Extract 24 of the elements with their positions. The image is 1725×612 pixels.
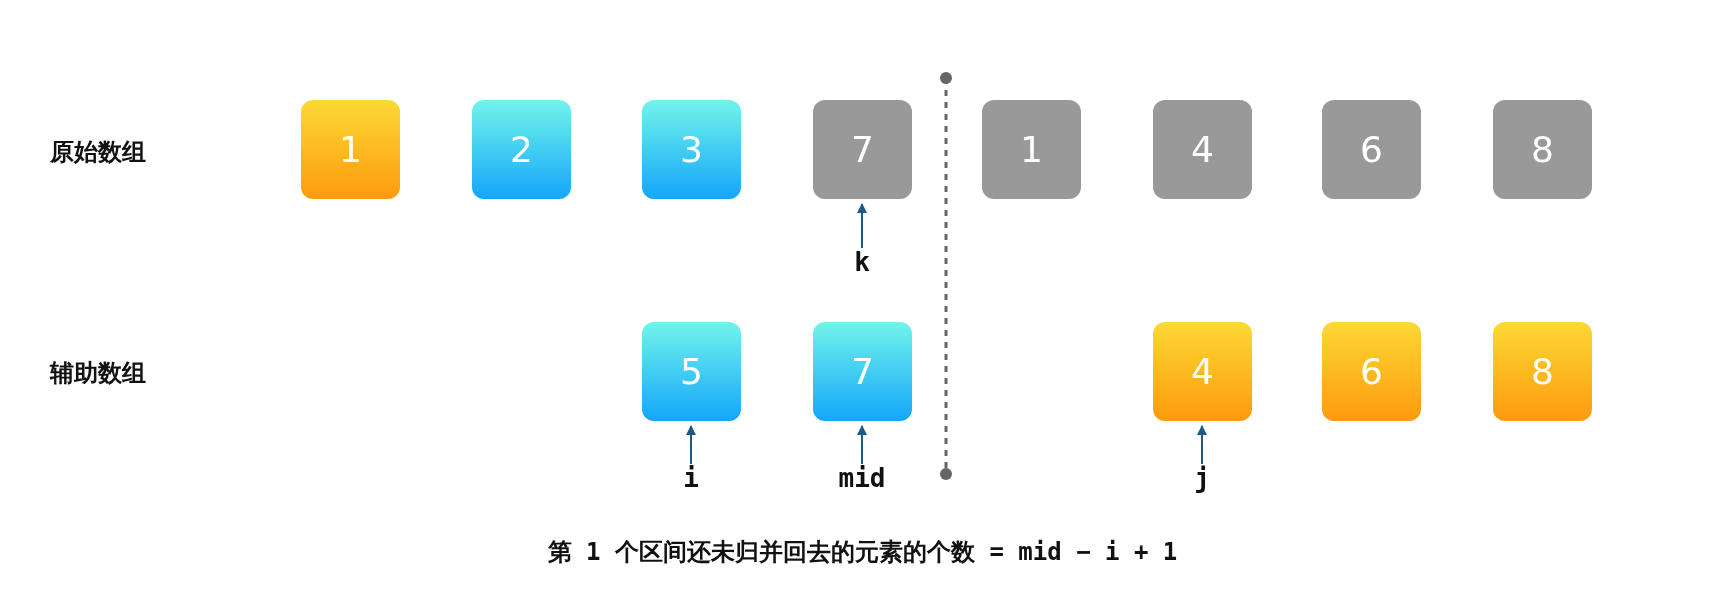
- caption: 第 1 个区间还未归并回去的元素的个数 = mid − i + 1: [546, 537, 1179, 568]
- pointer-label: j: [1162, 462, 1242, 494]
- pointer-label: k: [822, 246, 902, 278]
- pointer-label: i: [651, 462, 731, 494]
- pointer-label: mid: [822, 462, 902, 494]
- array-cell: 5: [642, 322, 741, 421]
- array-cell: 7: [813, 322, 912, 421]
- pointer-arrow: [686, 425, 696, 465]
- pointer-arrow: [857, 425, 867, 465]
- array-cell: 1: [982, 100, 1081, 199]
- array-cell: 8: [1493, 322, 1592, 421]
- pointer-arrow: [1197, 425, 1207, 465]
- array-cell: 6: [1322, 322, 1421, 421]
- array-cell: 2: [472, 100, 571, 199]
- row-label: 原始数组: [50, 137, 146, 168]
- pointer-arrow: [857, 203, 867, 249]
- array-cell: 7: [813, 100, 912, 199]
- array-cell: 6: [1322, 100, 1421, 199]
- array-cell: 4: [1153, 322, 1252, 421]
- array-cell: 4: [1153, 100, 1252, 199]
- row-label: 辅助数组: [50, 358, 146, 389]
- array-cell: 8: [1493, 100, 1592, 199]
- array-cell: 1: [301, 100, 400, 199]
- array-cell: 3: [642, 100, 741, 199]
